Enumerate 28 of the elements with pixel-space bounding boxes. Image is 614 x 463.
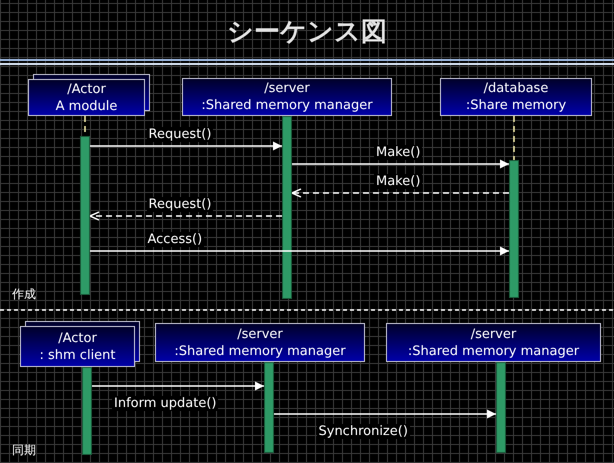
section-label: 同期 <box>11 442 37 459</box>
object-box: /server :Shared memory manager <box>155 323 365 362</box>
edge-label: Request() <box>146 127 214 142</box>
edge-label: Make() <box>374 174 422 189</box>
edge-label: Access() <box>146 232 204 247</box>
title: シーケンス図 <box>227 17 387 47</box>
message-arrow <box>90 142 282 150</box>
section-label: 作成 <box>11 286 37 303</box>
activation-bar <box>82 367 92 455</box>
message-arrow <box>292 160 509 168</box>
edge-label: Synchronize() <box>316 424 410 439</box>
message-arrow <box>92 382 264 390</box>
message-arrow <box>274 410 496 418</box>
message-arrow <box>291 188 509 198</box>
lifeline <box>513 116 515 160</box>
edge-label: Inform update() <box>112 396 218 411</box>
activation-bar <box>509 160 519 298</box>
activation-bar <box>496 362 506 453</box>
object-box: /server :Shared memory manager <box>182 78 392 116</box>
message-arrow <box>90 246 509 256</box>
activation-bar <box>80 136 90 295</box>
activation-bar <box>264 362 274 453</box>
object-box: /database :Share memory <box>440 78 592 116</box>
edge-label: Request() <box>146 197 214 212</box>
activation-bar <box>282 116 292 299</box>
message-arrow <box>89 211 282 221</box>
edge-label: Make() <box>374 145 422 160</box>
object-box: /server :Shared memory manager <box>386 323 601 362</box>
